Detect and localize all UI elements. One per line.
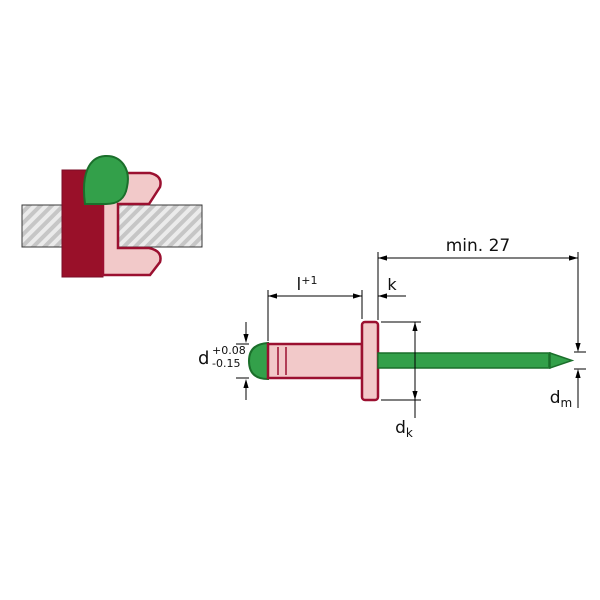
length-label-superscript: +1 bbox=[301, 274, 317, 287]
mandrel-head-dome bbox=[247, 341, 269, 381]
d-label: d bbox=[198, 348, 209, 369]
dk-label-subscript: k bbox=[406, 426, 413, 440]
d-tolerance-minus: -0.15 bbox=[212, 357, 240, 370]
dm-label: dm bbox=[550, 388, 573, 410]
dm-label-base: d bbox=[550, 388, 561, 408]
length-label: l+1 bbox=[297, 274, 318, 295]
dk-label: dk bbox=[395, 418, 413, 440]
dk-label-base: d bbox=[395, 418, 406, 438]
rivet-body-groove-lines bbox=[277, 347, 287, 375]
length-label-base: l bbox=[297, 275, 302, 295]
min27-label: min. 27 bbox=[446, 236, 511, 256]
dimension-lines bbox=[236, 252, 586, 418]
rivet-body bbox=[266, 342, 364, 380]
retained-mandrel-head-section bbox=[83, 154, 129, 205]
installed-rivet-view bbox=[21, 154, 203, 278]
mandrel-break-tip bbox=[549, 351, 575, 370]
rivet-dimension-drawing: min. 27 l+1 k d +0.08 -0.15 dk dm bbox=[198, 236, 586, 440]
mandrel-stem bbox=[377, 352, 551, 369]
k-label: k bbox=[387, 275, 397, 294]
d-tolerance-plus: +0.08 bbox=[212, 344, 246, 357]
rivet-flange bbox=[360, 320, 380, 402]
right-plate-section bbox=[117, 204, 203, 248]
dm-label-subscript: m bbox=[561, 396, 573, 410]
